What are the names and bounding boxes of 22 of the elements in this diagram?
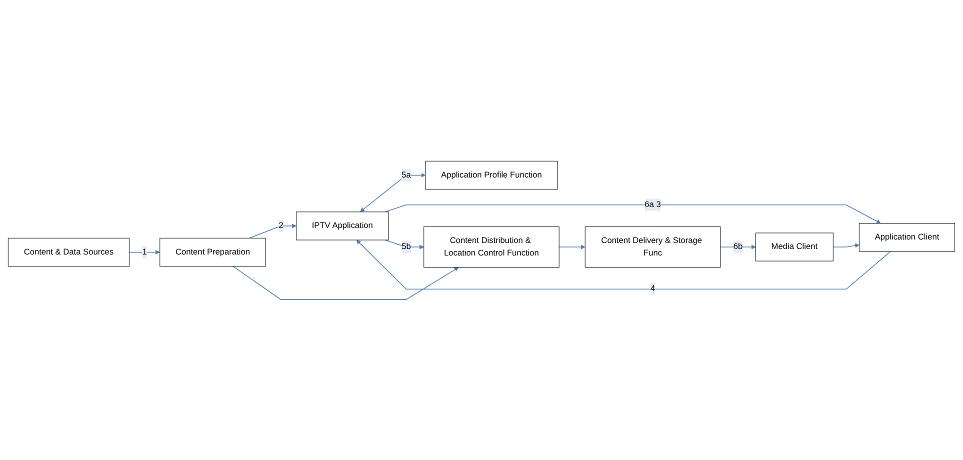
edge-label: 4 [650, 284, 656, 293]
arrow [832, 242, 860, 248]
edge-label: 2 [278, 220, 284, 230]
node-box: Content Delivery & Storage Func [584, 226, 721, 268]
arrow [232, 266, 459, 300]
edge-label: 1 [142, 247, 147, 256]
node-box: IPTV Application [296, 211, 389, 240]
edge-label: 5b [402, 242, 411, 251]
node-box: Content Distribution & Location Control Function [424, 226, 560, 268]
edge-label: 6a 3 [644, 200, 661, 209]
arrow [248, 223, 296, 238]
edge-label: 6b [733, 242, 743, 251]
node-box: Media Client [755, 232, 834, 261]
node-box: Content & Data Sources [8, 237, 130, 266]
edge-label: 5a [402, 170, 411, 179]
arrow [360, 172, 426, 212]
node-box: Application Profile Function [425, 160, 558, 190]
arrow [384, 204, 881, 224]
node-box: Content Preparation [160, 237, 266, 266]
arrow [558, 244, 586, 249]
node-box: Application Client [858, 222, 956, 252]
arrow [128, 250, 160, 254]
